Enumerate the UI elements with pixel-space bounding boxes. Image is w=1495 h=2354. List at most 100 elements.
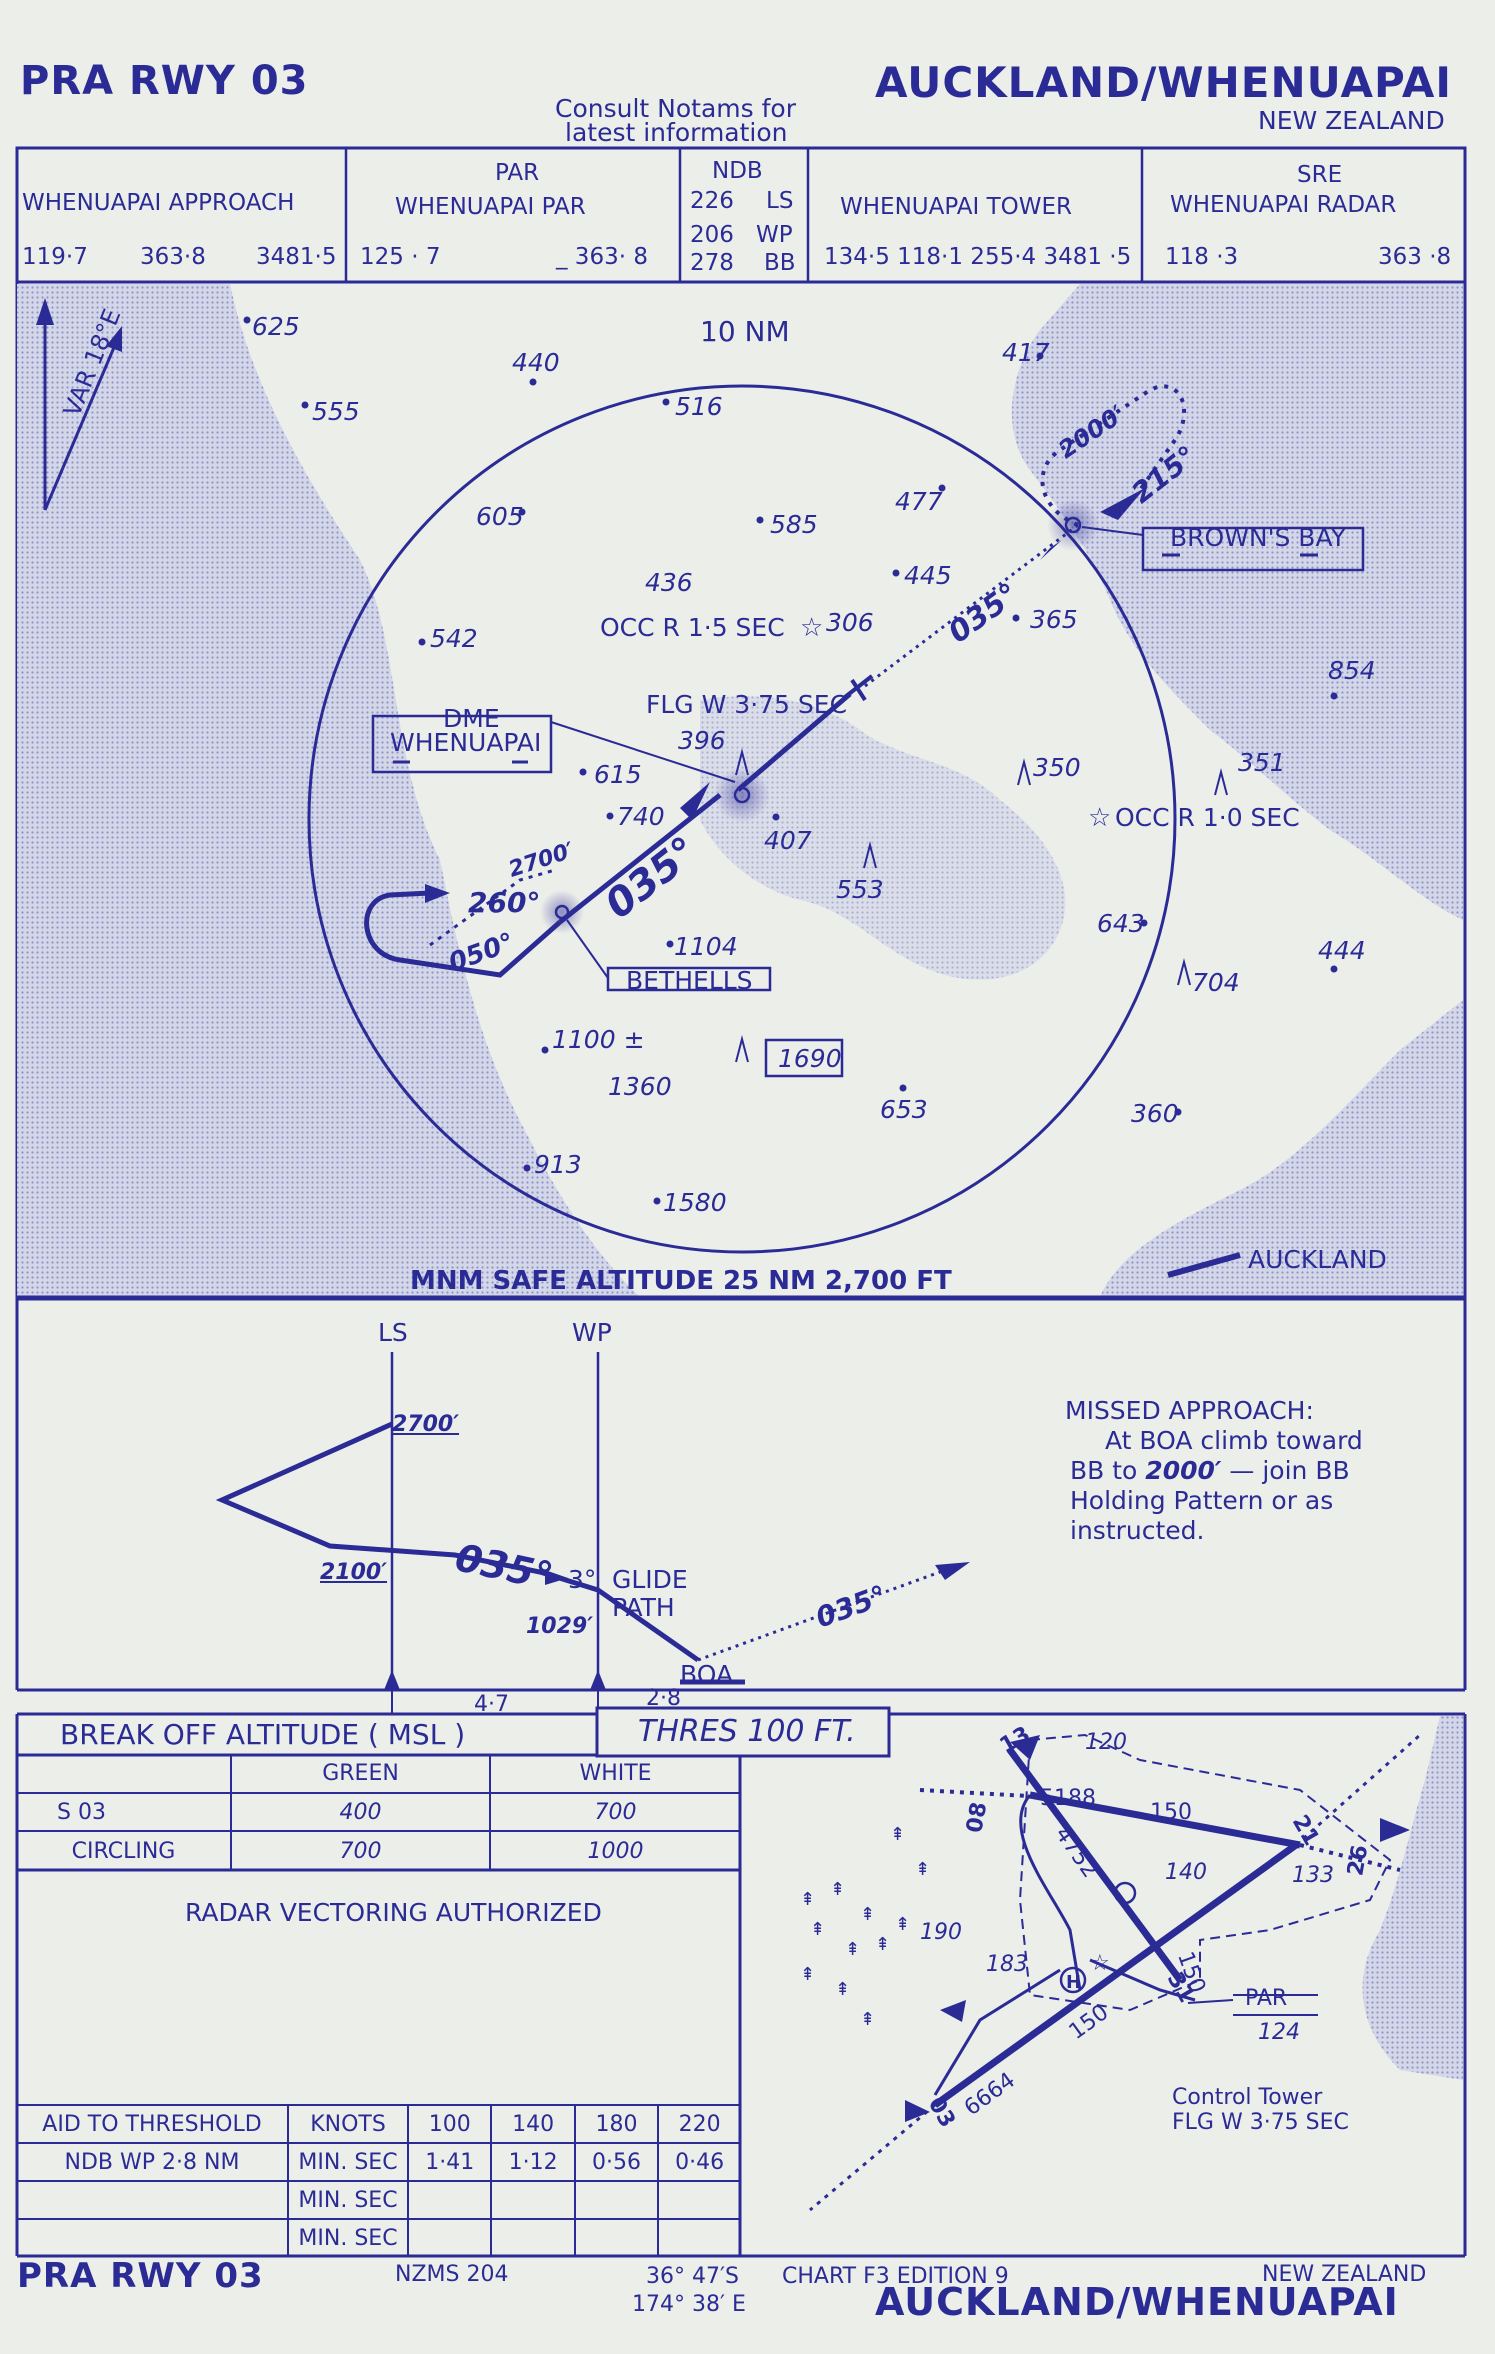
boa-header-green: GREEN	[230, 1755, 491, 1794]
occ-light-2: OCC R 1·0 SEC	[1115, 803, 1300, 832]
time-blank	[657, 2180, 740, 2220]
time-180: 0·56	[573, 2142, 660, 2182]
spot-643: 643	[1097, 909, 1145, 938]
aid-blank-3	[17, 2218, 289, 2257]
flg-light: FLG W 3·75 SEC	[646, 690, 848, 719]
rwy-26-label: 26	[1343, 1843, 1374, 1878]
elev-133: 133	[1292, 1863, 1334, 1888]
country-name: NEW ZEALAND	[1258, 106, 1445, 135]
sre-freq-1: 118 ·3	[1165, 244, 1239, 270]
svg-text:⇞: ⇞	[800, 1964, 815, 1985]
ndb-title: NDB	[712, 158, 763, 184]
sre-name: WHENUAPAI RADAR	[1170, 192, 1397, 218]
boa-header-white: WHITE	[489, 1755, 740, 1794]
approach-freq-2: 363·8	[140, 244, 206, 270]
tower-name: WHENUAPAI TOWER	[840, 194, 1072, 220]
svg-text:⇞: ⇞	[860, 2009, 875, 2030]
svg-text:H: H	[1066, 1972, 1081, 1993]
glide-word-1: GLIDE	[612, 1565, 688, 1594]
dme-name: WHENUAPAI	[390, 728, 542, 757]
min-sec-1: MIN. SEC	[287, 2142, 409, 2182]
spot-445: 445	[904, 561, 952, 590]
rwy-08-label: 08	[962, 1800, 993, 1835]
time-100: 1·41	[406, 2142, 493, 2182]
wp-label: WP	[572, 1318, 612, 1347]
control-tower-light: FLG W 3·75 SEC	[1172, 2110, 1349, 2135]
spot-440: 440	[512, 348, 560, 377]
consult-notams-line2: latest information	[565, 118, 788, 147]
alt-2700: 2700′	[392, 1412, 460, 1437]
boa-header-blank	[17, 1755, 232, 1794]
par-freq-1: 125 · 7	[360, 244, 441, 270]
sre-label: SRE	[1297, 162, 1343, 188]
auckland-label: AUCKLAND	[1248, 1245, 1387, 1274]
time-140: 1·12	[490, 2142, 576, 2182]
svg-text:☆: ☆	[1090, 1951, 1110, 1976]
spot-653: 653	[880, 1095, 928, 1124]
svg-text:⇞: ⇞	[895, 1914, 910, 1935]
approach-freq-1: 119·7	[22, 244, 88, 270]
plan-view: ☆ ☆	[15, 280, 1467, 1301]
bethells-halo	[540, 890, 584, 934]
south-east-sea	[1100, 1000, 1463, 1297]
footer-chart-edition: CHART F3 EDITION 9	[782, 2264, 1009, 2289]
speed-100: 100	[406, 2104, 493, 2144]
spot-605: 605	[476, 502, 524, 531]
aid-ndb-wp: NDB WP 2·8 NM	[17, 2142, 289, 2182]
missed-line-4: instructed.	[1070, 1516, 1205, 1545]
spot-365: 365	[1030, 605, 1078, 634]
svg-text:⇞: ⇞	[890, 1824, 905, 1845]
svg-text:⇞: ⇞	[860, 1904, 875, 1925]
spot-1100: 1100 ±	[552, 1025, 645, 1054]
spot-1360: 1360	[608, 1072, 672, 1101]
browns-bay-label: BROWN'S BAY	[1170, 523, 1346, 552]
speed-140: 140	[490, 2104, 576, 2144]
time-blank	[573, 2180, 660, 2220]
row-circling-green: 700	[230, 1830, 491, 1870]
eastern-sea	[1011, 284, 1463, 920]
runway-13-31	[1007, 1747, 1183, 1983]
spot-444: 444	[1318, 936, 1366, 965]
occ-light-star-2: ☆	[1088, 803, 1111, 833]
procedure-turn	[364, 890, 562, 978]
ndb-id-bb: BB	[764, 250, 796, 276]
spot-553: 553	[836, 875, 884, 904]
occ-light-1: OCC R 1·5 SEC	[600, 613, 785, 642]
spot-306: 306	[826, 608, 874, 637]
svg-text:⇞: ⇞	[835, 1979, 850, 2000]
runway-08-26	[1029, 1791, 1301, 1849]
missed-line-2: BB to 2000′ — join BB	[1070, 1456, 1350, 1485]
aid-blank-2	[17, 2180, 289, 2220]
row-circling-white: 1000	[489, 1830, 740, 1870]
time-blank	[490, 2180, 576, 2220]
missed-approach-title: MISSED APPROACH:	[1065, 1396, 1314, 1425]
speed-220: 220	[657, 2104, 740, 2144]
spot-height-dots	[243, 316, 1338, 1205]
svg-text:⇞: ⇞	[810, 1919, 825, 1940]
elev-183: 183	[986, 1952, 1028, 1977]
missed-line-3: Holding Pattern or as	[1070, 1486, 1334, 1515]
missed-line-1: At BOA climb toward	[1105, 1426, 1363, 1455]
consult-notams-line1: Consult Notams for	[555, 94, 796, 123]
sre-freq-2: 363 ·8	[1378, 244, 1452, 270]
control-tower-label: Control Tower	[1172, 2085, 1323, 2110]
spot-854: 854	[1328, 656, 1376, 685]
airport-name: AUCKLAND/WHENUAPAI	[875, 58, 1453, 107]
row-s03-white: 700	[489, 1792, 740, 1832]
speed-180: 180	[573, 2104, 660, 2144]
spot-407: 407	[764, 826, 812, 855]
ndb-freq-bb: 278	[690, 250, 734, 276]
spot-704: 704	[1192, 968, 1240, 997]
alt-1029: 1029′	[526, 1614, 594, 1639]
dme-label: DME	[443, 704, 500, 733]
descent-profile	[215, 1421, 700, 1663]
spot-913: 913	[534, 1150, 582, 1179]
spot-351: 351	[1238, 748, 1286, 777]
svg-text:⇞: ⇞	[830, 1879, 845, 1900]
approach-name: WHENUAPAI APPROACH	[22, 190, 295, 216]
spot-396: 396	[678, 726, 726, 755]
footer-country: NEW ZEALAND	[1262, 2262, 1427, 2287]
missed-approach-profile	[697, 1570, 941, 1662]
spot-625: 625	[252, 312, 300, 341]
